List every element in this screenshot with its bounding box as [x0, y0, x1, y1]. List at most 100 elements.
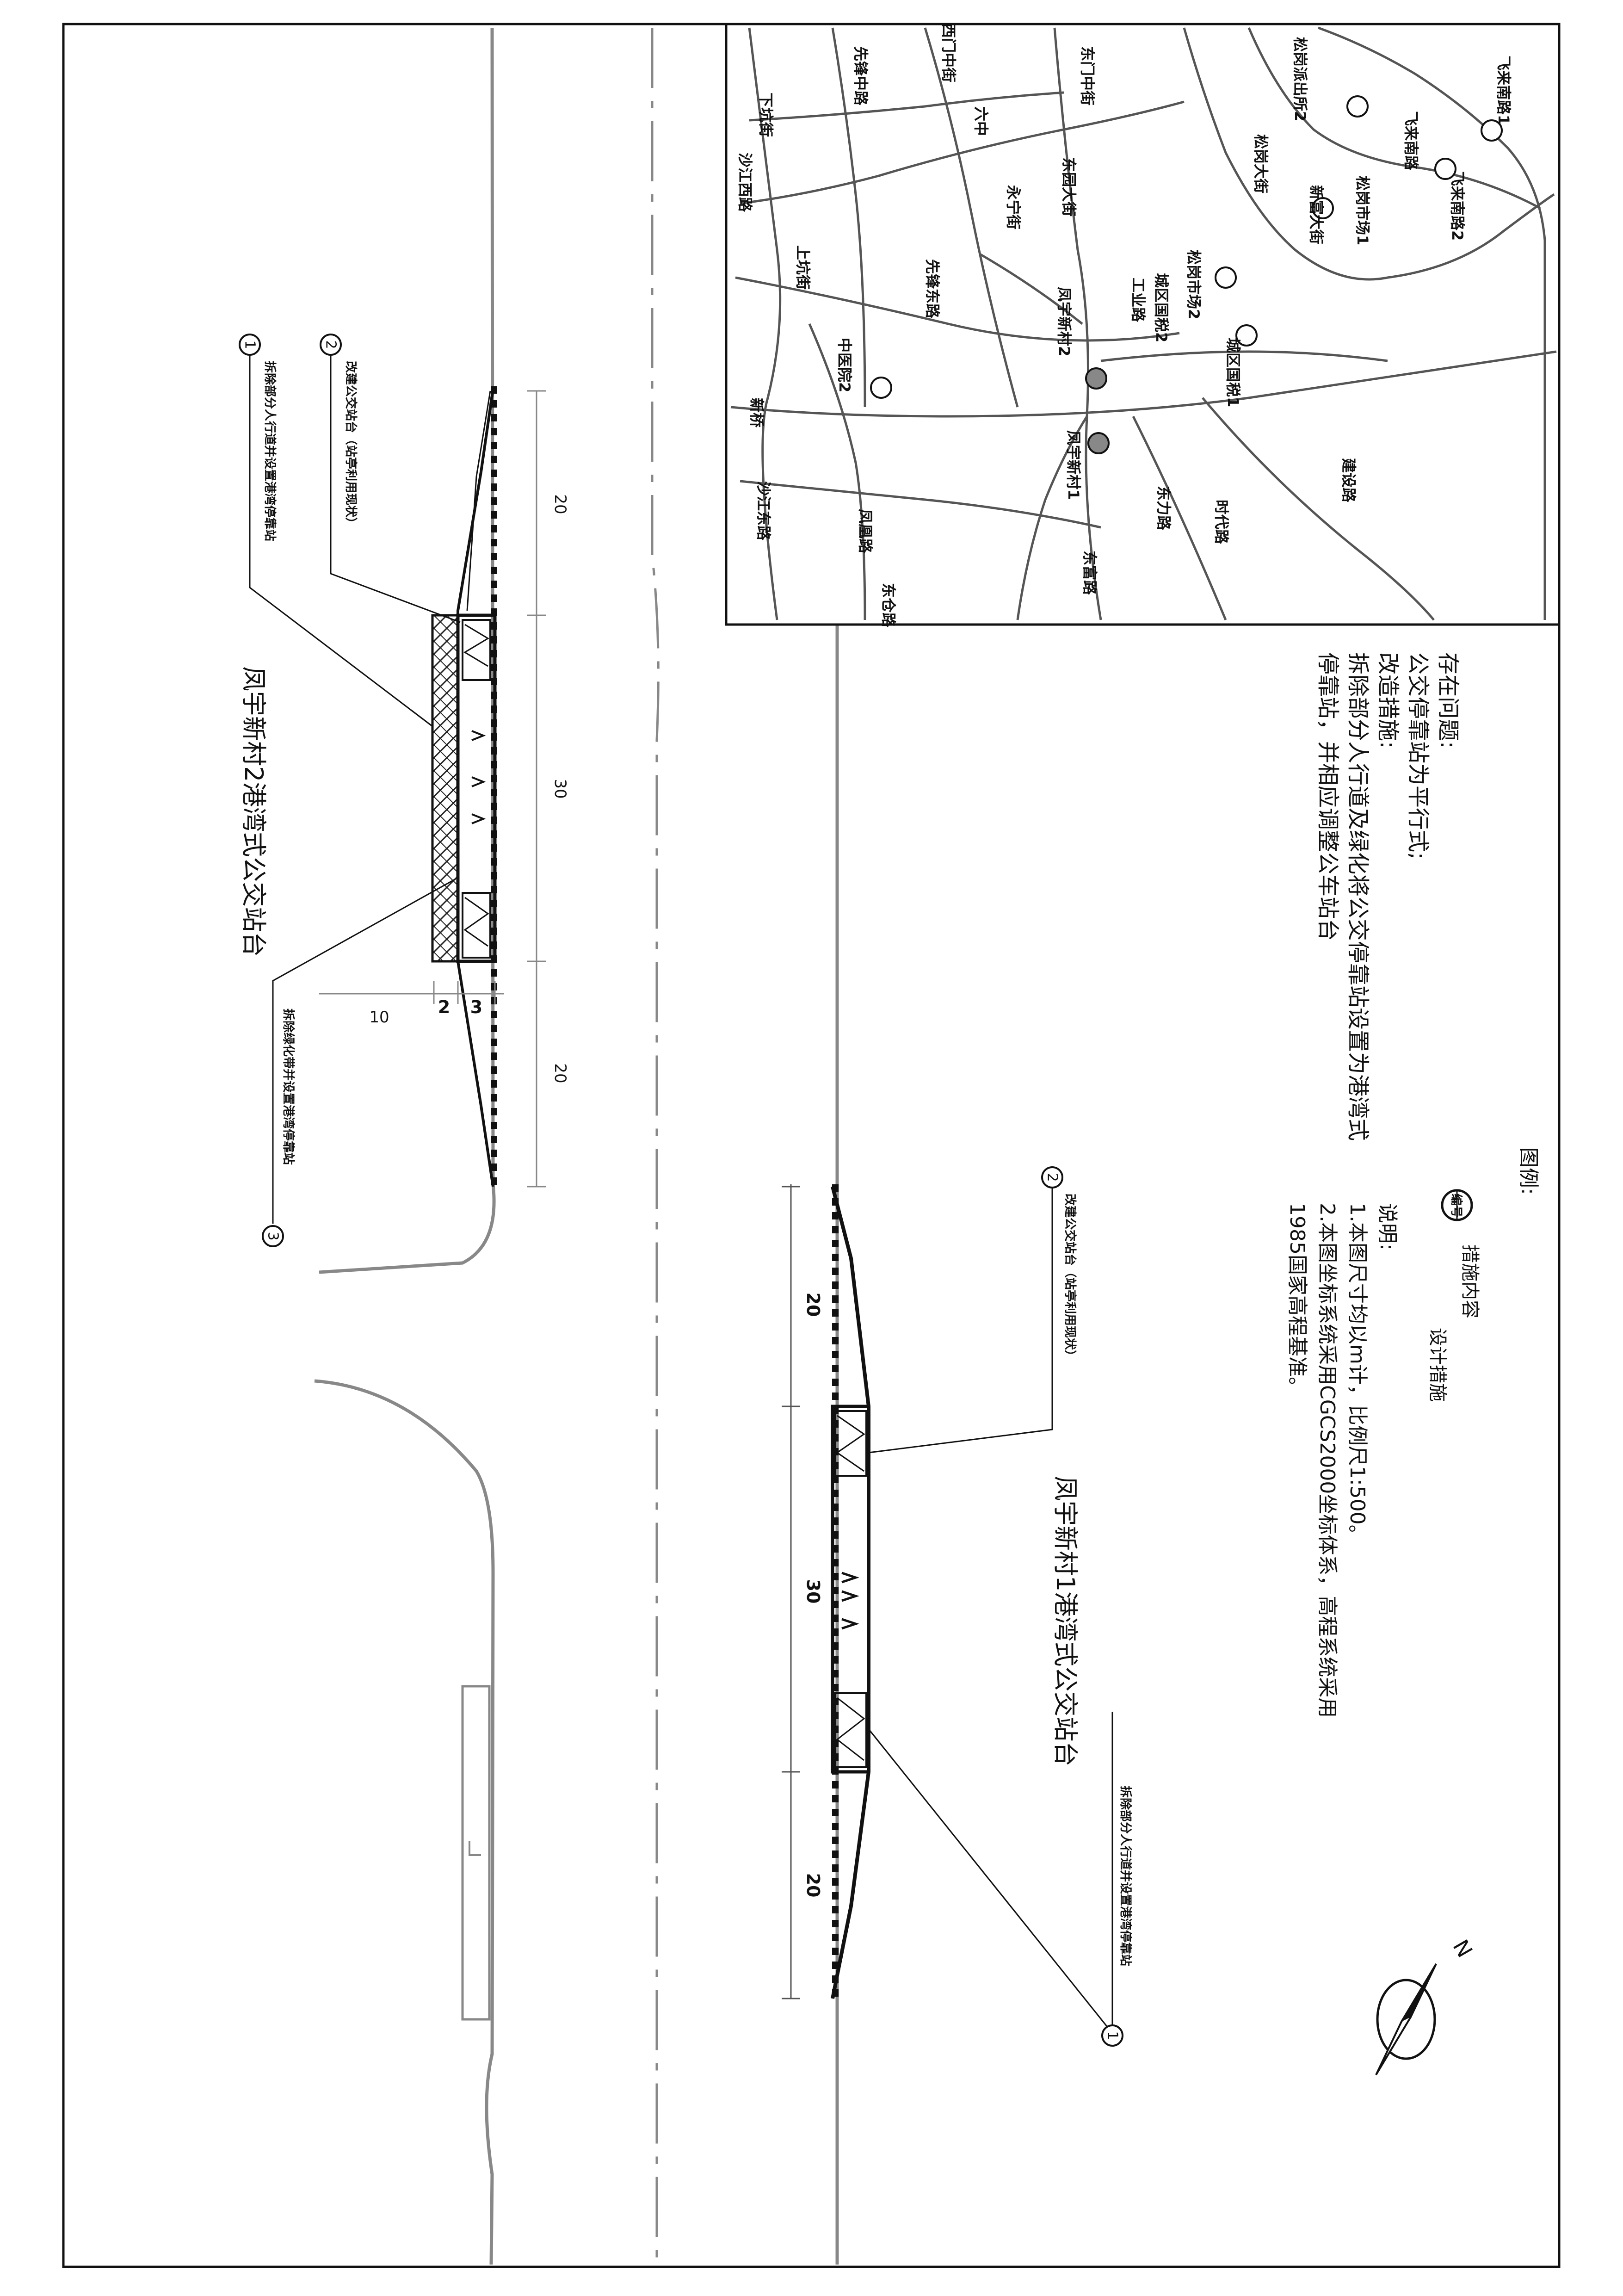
measure-line2: 停靠站，并相应调整公车站台 — [1315, 652, 1341, 941]
map-marker-songgang-police — [1346, 95, 1369, 118]
map-label-yongning-jie: 永宁街 — [1005, 185, 1022, 229]
north-label: N — [1448, 1936, 1477, 1962]
bus-bay-stop2: 20 30 20 10 2 3 1 拆除部分人行道并设置港湾停靠站 2 改建公交… — [239, 334, 569, 1247]
stop1-shelter-bottom — [834, 1692, 867, 1768]
map-label-dongmen-zhongjie: 东门中街 — [1079, 46, 1096, 105]
map-marker-fengyu-xincun2 — [1085, 367, 1107, 390]
stop2-removed-sidewalk — [431, 614, 459, 963]
map-marker-feilai-nan-1 — [1481, 119, 1503, 142]
stop2-callout3-num: 3 — [265, 1232, 281, 1240]
map-label-shajiang-donglu: 沙江东路 — [755, 481, 772, 541]
notes-line2: 2.本图坐标系统采用CGCS2000坐标体系，高程系统采用 — [1315, 1203, 1339, 1718]
stop1-callout2-circle — [1041, 1166, 1063, 1188]
road-centerline — [651, 28, 660, 2265]
stop1-callout1-text: 拆除部分人行道并设置港湾停靠站 — [1118, 1786, 1133, 1966]
map-marker-zhongyiyuan2 — [870, 377, 892, 399]
stop2-callout3-text: 拆除绿化带并设置港湾停靠站 — [281, 1009, 296, 1165]
map-labels: 飞来南路1 飞来南路2 飞来南路 松岗派出所2 松岗市场1 松岗市场2 城区国税… — [736, 23, 1512, 628]
map-marker-songgang-market1 — [1312, 197, 1334, 219]
stop2-bus-icon — [471, 730, 486, 824]
legend-symbol-text: 编号 — [1449, 1194, 1463, 1218]
stop2-dim-w3: 3 — [470, 997, 482, 1017]
map-label-fengyu-xincun2: 凤宇新村2 — [1055, 287, 1073, 356]
kiosk-mark — [469, 1841, 481, 1856]
legend-col-content: 措施内容 — [1459, 1244, 1481, 1318]
stop2-callout2-text: 改建公交站台（站亭利用现状） — [344, 361, 358, 529]
map-label-xinfu-dajie: 新富大街 — [1308, 185, 1325, 244]
stop2-shelter-bottom-mark — [463, 897, 489, 947]
map-label-shangkeng-jie: 上坑街 — [794, 245, 812, 290]
stop2-callout1-text: 拆除部分人行道并设置港湾停靠站 — [263, 361, 277, 541]
stop2-dim-w2: 2 — [438, 997, 450, 1017]
bus-bay-stop1: 20 30 20 2 改建公交站台（站亭利用现状） 1 拆除部分人行道并设置港湾… — [782, 1166, 1133, 2047]
stop1-callout2-text: 改建公交站台（站亭利用现状） — [1063, 1194, 1077, 1362]
stop1-dimensions — [782, 1184, 800, 1999]
stop2-bay-inner — [466, 390, 491, 611]
stop2-dim-a: 20 — [551, 494, 569, 514]
map-label-dongcang-lu: 东仓路 — [880, 583, 897, 628]
map-label-feilai-nan-1: 飞来南路1 — [1495, 56, 1512, 125]
stop2-title: 凤宇新村2港湾式公交站台 — [239, 666, 268, 957]
map-label-chengqu-guoshui1: 城区国税1 — [1224, 338, 1242, 407]
stop1-dim-c: 20 — [803, 1873, 823, 1898]
stop2-callout2-circle — [320, 334, 342, 356]
map-roads — [730, 26, 1557, 621]
map-label-songgang-dajie: 松岗大街 — [1252, 134, 1270, 193]
stop1-shelter-top — [834, 1410, 867, 1477]
map-label-zhongyiyuan2: 中医院2 — [836, 338, 853, 392]
map-markers — [870, 95, 1503, 454]
stop2-platform — [456, 613, 497, 963]
map-label-shidai-lu: 时代路 — [1213, 500, 1230, 545]
issue-text-block: 存在问题: 公交停靠站为平行式; 改造措施: 拆除部分人行道及绿化将公交停靠站设… — [1315, 652, 1461, 1141]
map-label-xianfeng-zhonglu: 先锋中路 — [852, 46, 870, 106]
stop1-callout2-num: 2 — [1044, 1173, 1061, 1182]
measure-line1: 拆除部分人行道及绿化将公交停靠站设置为港湾式 — [1345, 652, 1371, 1141]
map-marker-songgang-market2 — [1215, 266, 1237, 289]
notes-block: 说明: 1.本图尺寸均以m计，比例尺1:500。 2.本图坐标系统采用CGCS2… — [1285, 1203, 1399, 1718]
map-marker-chengqu-guoshui1 — [1235, 324, 1258, 347]
stop1-dim-a: 20 — [803, 1293, 823, 1317]
map-label-songgang-market2: 松岗市场2 — [1185, 250, 1203, 319]
stop1-shelter-bottom-mark — [836, 1697, 865, 1761]
map-label-xinqiao: 新桥 — [748, 398, 765, 427]
stop2-dim-c: 20 — [551, 1063, 569, 1083]
map-label-xianfeng-donglu: 先锋东路 — [924, 259, 941, 319]
stop2-shelter-bottom — [462, 892, 491, 959]
north-arrow: N — [1375, 1936, 1477, 2076]
stop2-bay-outline — [457, 388, 494, 1187]
map-label-songgang-market1: 松岗市场1 — [1354, 176, 1371, 245]
map-label-fengyu-xincun1: 凤宇新村1 — [1065, 430, 1082, 500]
stop1-platform — [831, 1405, 870, 1774]
issue-heading: 存在问题: — [1435, 652, 1461, 749]
stop2-shelter-top — [462, 619, 491, 681]
north-arrow-circle — [1376, 1979, 1436, 2060]
stop2-callout1-num: 1 — [242, 340, 258, 349]
stop1-shelter-top-mark — [836, 1415, 865, 1472]
stop2-callout1-circle — [239, 334, 261, 356]
issue-line1: 公交停靠站为平行式; — [1405, 652, 1431, 860]
stop2-shelter-top-mark — [463, 624, 489, 667]
stop2-callout2-num: 2 — [323, 340, 339, 349]
stop2-dimensions — [319, 390, 546, 1188]
map-marker-fengyu-xincun1 — [1087, 432, 1110, 454]
notes-line1: 1.本图尺寸均以m计，比例尺1:500。 — [1345, 1203, 1369, 1545]
stop1-callout1-num: 1 — [1105, 2031, 1121, 2040]
legend-col-design: 设计措施 — [1427, 1328, 1448, 1402]
stop2-callout3-circle — [262, 1225, 284, 1247]
stop2-callout-lines — [249, 347, 461, 1224]
map-label-ximen-zhongjie: 西门中街 — [940, 23, 957, 82]
road-edge-west-upper — [319, 27, 496, 1274]
map-label-liuzhong: 六中 — [972, 106, 990, 136]
measure-heading: 改造措施: — [1375, 652, 1401, 749]
legend-title: 图例: — [1517, 1147, 1540, 1195]
notes-line3: 1985国家高程基准。 — [1285, 1203, 1309, 1397]
road-edge-west-lower — [314, 1379, 495, 2265]
map-label-feilai-nan-road: 飞来南路 — [1402, 111, 1420, 171]
map-label-songgang-police: 松岗派出所2 — [1291, 37, 1309, 121]
roadside-kiosk — [461, 1685, 491, 2021]
map-label-chengqu-guoshui2: 城区国税2 — [1153, 273, 1170, 342]
stop2-dim-b: 30 — [551, 779, 569, 798]
stop1-title: 凤宇新村1港湾式公交站台 — [1051, 1476, 1080, 1766]
map-label-shajiang-xilu: 沙江西路 — [736, 153, 754, 212]
